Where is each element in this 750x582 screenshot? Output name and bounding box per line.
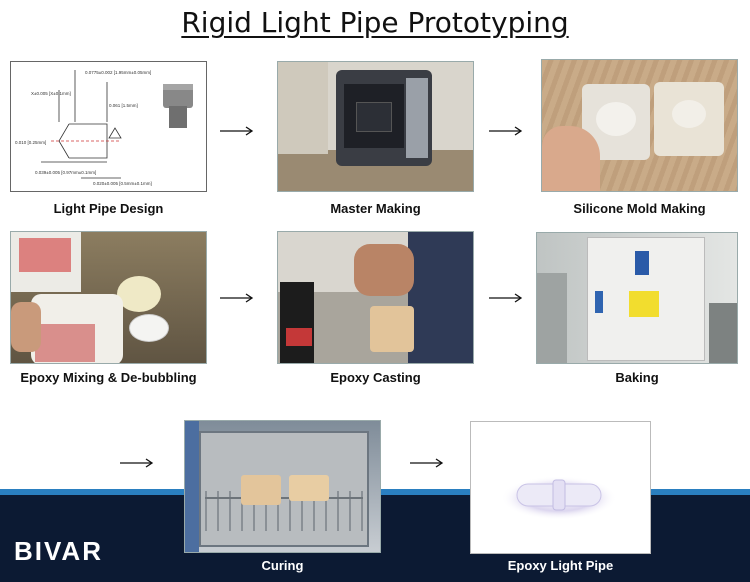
- hand: [11, 302, 41, 352]
- epoxy-bottle: [280, 282, 314, 363]
- step-label: Baking: [615, 370, 659, 385]
- light-pipe-design-drawing: 0.0775±0.002 [1.95mm±0.05mm] X±0.005 [X±…: [10, 61, 207, 192]
- page-title: Rigid Light Pipe Prototyping: [181, 6, 569, 39]
- bivar-logo: BIVAR: [14, 536, 103, 566]
- arrow-icon: [489, 126, 523, 136]
- dim-label-1: 0.0775±0.002 [1.95mm±0.05mm]: [85, 70, 151, 75]
- light-pipe-part: [501, 476, 617, 520]
- person-arm: [408, 232, 473, 363]
- warning-sign: [629, 291, 659, 317]
- step-label: Silicone Mold Making: [573, 201, 706, 216]
- silicone-mold-photo: [541, 59, 738, 192]
- jar-lid: [117, 276, 161, 312]
- oven-display: [635, 251, 649, 275]
- light-pipe-3d-icon: [163, 84, 193, 128]
- epoxy-light-pipe-photo: [470, 421, 651, 554]
- oven-handle: [595, 291, 603, 313]
- arrow-icon: [489, 293, 523, 303]
- baking-oven-photo: [536, 232, 738, 364]
- step-label: Epoxy Mixing & De-bubbling: [20, 370, 197, 385]
- arrow-icon: [120, 458, 154, 468]
- hand: [354, 244, 414, 296]
- arrow-icon: [410, 458, 444, 468]
- curing-oven-photo: [184, 420, 381, 553]
- dim-label-5: 0.039±0.005 [0.97mm±0.1mm]: [35, 170, 96, 175]
- mold-block: [289, 475, 329, 501]
- hand: [542, 126, 600, 191]
- master-making-photo: [277, 61, 474, 192]
- mold-block: [241, 475, 281, 505]
- arrow-icon: [220, 126, 254, 136]
- dim-label-6: 0.020±0.005 [0.5mm±0.1mm]: [93, 181, 152, 186]
- technical-drawing: 0.0775±0.002 [1.95mm±0.05mm] X±0.005 [X±…: [15, 70, 193, 186]
- mold-block: [370, 306, 414, 352]
- dim-label-2: X±0.005 [X±0.1mm]: [31, 91, 71, 96]
- epoxy-casting-photo: [277, 231, 474, 364]
- step-label: Light Pipe Design: [53, 201, 164, 216]
- dim-label-4: 0.010 [0.25mm]: [15, 140, 46, 145]
- epoxy-mixing-photo: [10, 231, 207, 364]
- arrow-icon: [220, 293, 254, 303]
- step-label: Master Making: [330, 201, 421, 216]
- step-label: Epoxy Casting: [330, 370, 421, 385]
- step-label: Epoxy Light Pipe: [507, 558, 614, 573]
- dim-label-3: 0.061 [1.5mm]: [109, 103, 138, 108]
- step-label: Curing: [261, 558, 304, 573]
